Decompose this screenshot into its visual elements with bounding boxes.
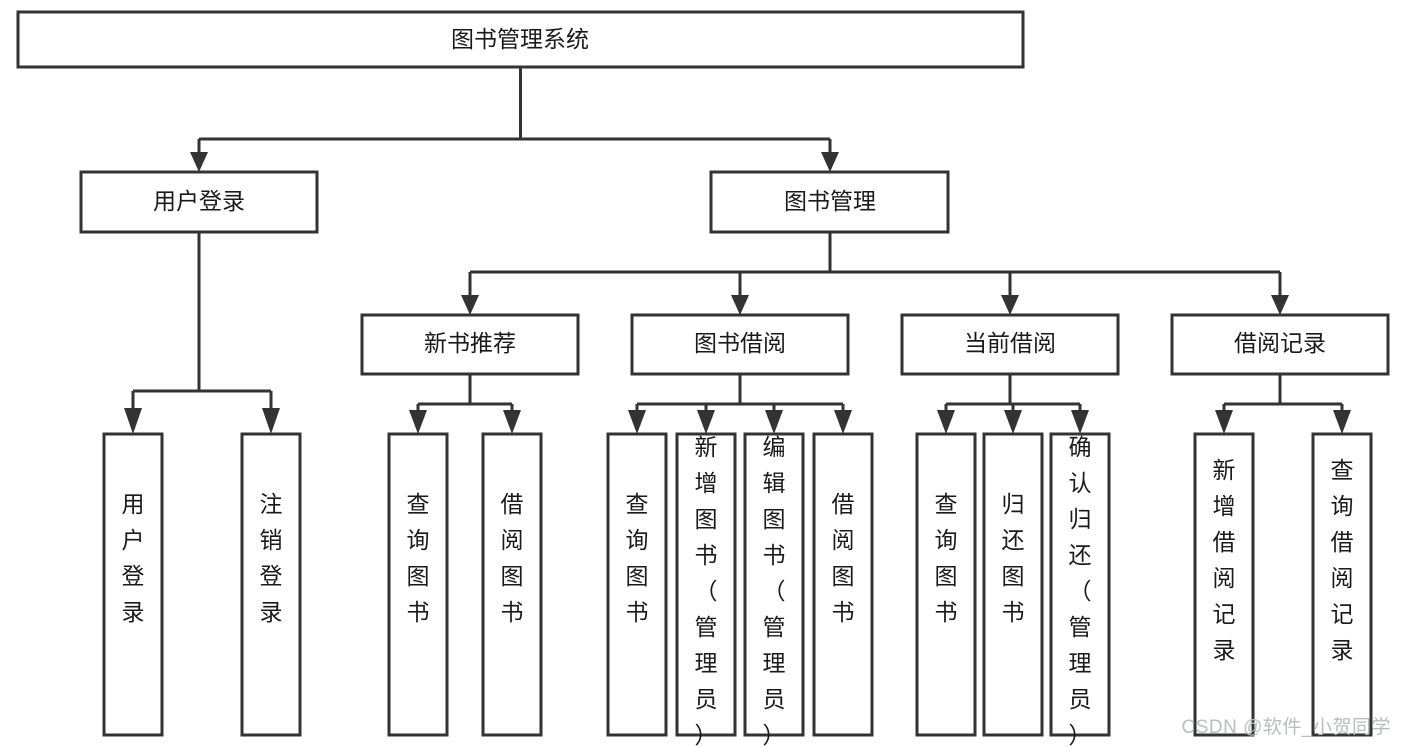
- node-leaf1[interactable]: 用户登录: [102, 432, 164, 737]
- node-leaf4[interactable]: 借阅图书: [481, 432, 543, 737]
- node-borrow-box[interactable]: [630, 313, 850, 376]
- node-leaf5-box[interactable]: [606, 432, 668, 737]
- arrowhead-leaf7: [765, 410, 783, 434]
- connector-layer: [124, 67, 1351, 434]
- arrowhead-leaf10: [1004, 410, 1022, 434]
- node-leaf1-box[interactable]: [102, 432, 164, 737]
- node-leaf7-box[interactable]: [743, 432, 805, 737]
- node-leaf10-box[interactable]: [982, 432, 1044, 737]
- arrowhead-leaf11: [1071, 410, 1089, 434]
- node-current[interactable]: 当前借阅: [900, 313, 1120, 376]
- arrowhead-leaf1: [124, 408, 142, 434]
- arrowhead-newbook: [461, 295, 479, 315]
- node-leaf10-label: 归还图书: [1002, 491, 1025, 625]
- node-root-box[interactable]: [16, 10, 1025, 69]
- node-leaf2-box[interactable]: [240, 432, 302, 737]
- node-current-box[interactable]: [900, 313, 1120, 376]
- node-login[interactable]: 用户登录: [79, 170, 319, 234]
- arrowhead-leaf9: [937, 410, 955, 434]
- node-leaf8-box[interactable]: [812, 432, 874, 737]
- node-leaf6[interactable]: 新增图书（管理员）: [675, 432, 737, 747]
- node-leaf4-label: 借阅图书: [501, 491, 524, 625]
- node-leaf3[interactable]: 查询图书: [387, 432, 449, 737]
- node-leaf7-label: 编辑图书（管理员）: [763, 434, 786, 747]
- arrowhead-leaf5: [628, 410, 646, 434]
- arrowhead-borrow: [731, 295, 749, 315]
- node-leaf8-label: 借阅图书: [832, 491, 855, 625]
- node-borrow[interactable]: 图书借阅: [630, 313, 850, 376]
- node-root-label: 图书管理系统: [451, 26, 589, 52]
- node-record-label: 借阅记录: [1234, 330, 1326, 356]
- node-login-label: 用户登录: [153, 188, 245, 214]
- node-bookmgmt-box[interactable]: [709, 170, 950, 234]
- node-leaf13[interactable]: 查询借阅记录: [1311, 432, 1373, 737]
- arrowhead-leaf6: [697, 410, 715, 434]
- arrowhead-login: [190, 152, 208, 172]
- node-leaf13-box[interactable]: [1311, 432, 1373, 737]
- node-leaf9[interactable]: 查询图书: [915, 432, 977, 737]
- node-leaf11-label: 确认归还（管理员）: [1069, 434, 1092, 747]
- node-leaf3-box[interactable]: [387, 432, 449, 737]
- arrowhead-leaf4: [503, 410, 521, 434]
- node-leaf10[interactable]: 归还图书: [982, 432, 1044, 737]
- node-leaf6-box[interactable]: [675, 432, 737, 737]
- node-newbook[interactable]: 新书推荐: [360, 313, 580, 376]
- node-login-box[interactable]: [79, 170, 319, 234]
- node-leaf4-box[interactable]: [481, 432, 543, 737]
- node-leaf2-label: 注销登录: [260, 491, 283, 625]
- arrowhead-bookmgmt: [821, 152, 839, 172]
- arrowhead-leaf3: [409, 410, 427, 434]
- node-leaf13-label: 查询借阅记录: [1331, 457, 1354, 663]
- node-record-box[interactable]: [1170, 313, 1390, 376]
- node-leaf8[interactable]: 借阅图书: [812, 432, 874, 737]
- node-leaf12-label: 新增借阅记录: [1213, 457, 1236, 663]
- node-newbook-box[interactable]: [360, 313, 580, 376]
- node-borrow-label: 图书借阅: [694, 330, 786, 356]
- arrowhead-current: [1001, 295, 1019, 315]
- node-record[interactable]: 借阅记录: [1170, 313, 1390, 376]
- node-leaf6-label: 新增图书（管理员）: [695, 434, 718, 747]
- node-leaf12[interactable]: 新增借阅记录: [1193, 432, 1255, 737]
- node-leaf5-label: 查询图书: [626, 491, 649, 625]
- node-leaf1-label: 用户登录: [122, 491, 145, 625]
- node-leaf9-box[interactable]: [915, 432, 977, 737]
- node-bookmgmt[interactable]: 图书管理: [709, 170, 950, 234]
- node-leaf9-label: 查询图书: [935, 491, 958, 625]
- arrowhead-leaf2: [262, 408, 280, 434]
- node-leaf12-box[interactable]: [1193, 432, 1255, 737]
- arrowhead-leaf8: [834, 410, 852, 434]
- arrowhead-leaf13: [1333, 410, 1351, 434]
- node-leaf11-box[interactable]: [1049, 432, 1111, 737]
- node-newbook-label: 新书推荐: [424, 330, 516, 356]
- node-bookmgmt-label: 图书管理: [784, 188, 876, 214]
- node-leaf11[interactable]: 确认归还（管理员）: [1049, 432, 1111, 747]
- node-leaf5[interactable]: 查询图书: [606, 432, 668, 737]
- node-leaf3-label: 查询图书: [407, 491, 430, 625]
- arrowhead-record: [1271, 295, 1289, 315]
- arrowhead-leaf12: [1215, 410, 1233, 434]
- node-leaf2[interactable]: 注销登录: [240, 432, 302, 737]
- node-leaf7[interactable]: 编辑图书（管理员）: [743, 432, 805, 747]
- node-current-label: 当前借阅: [964, 330, 1056, 356]
- node-root[interactable]: 图书管理系统: [16, 10, 1025, 69]
